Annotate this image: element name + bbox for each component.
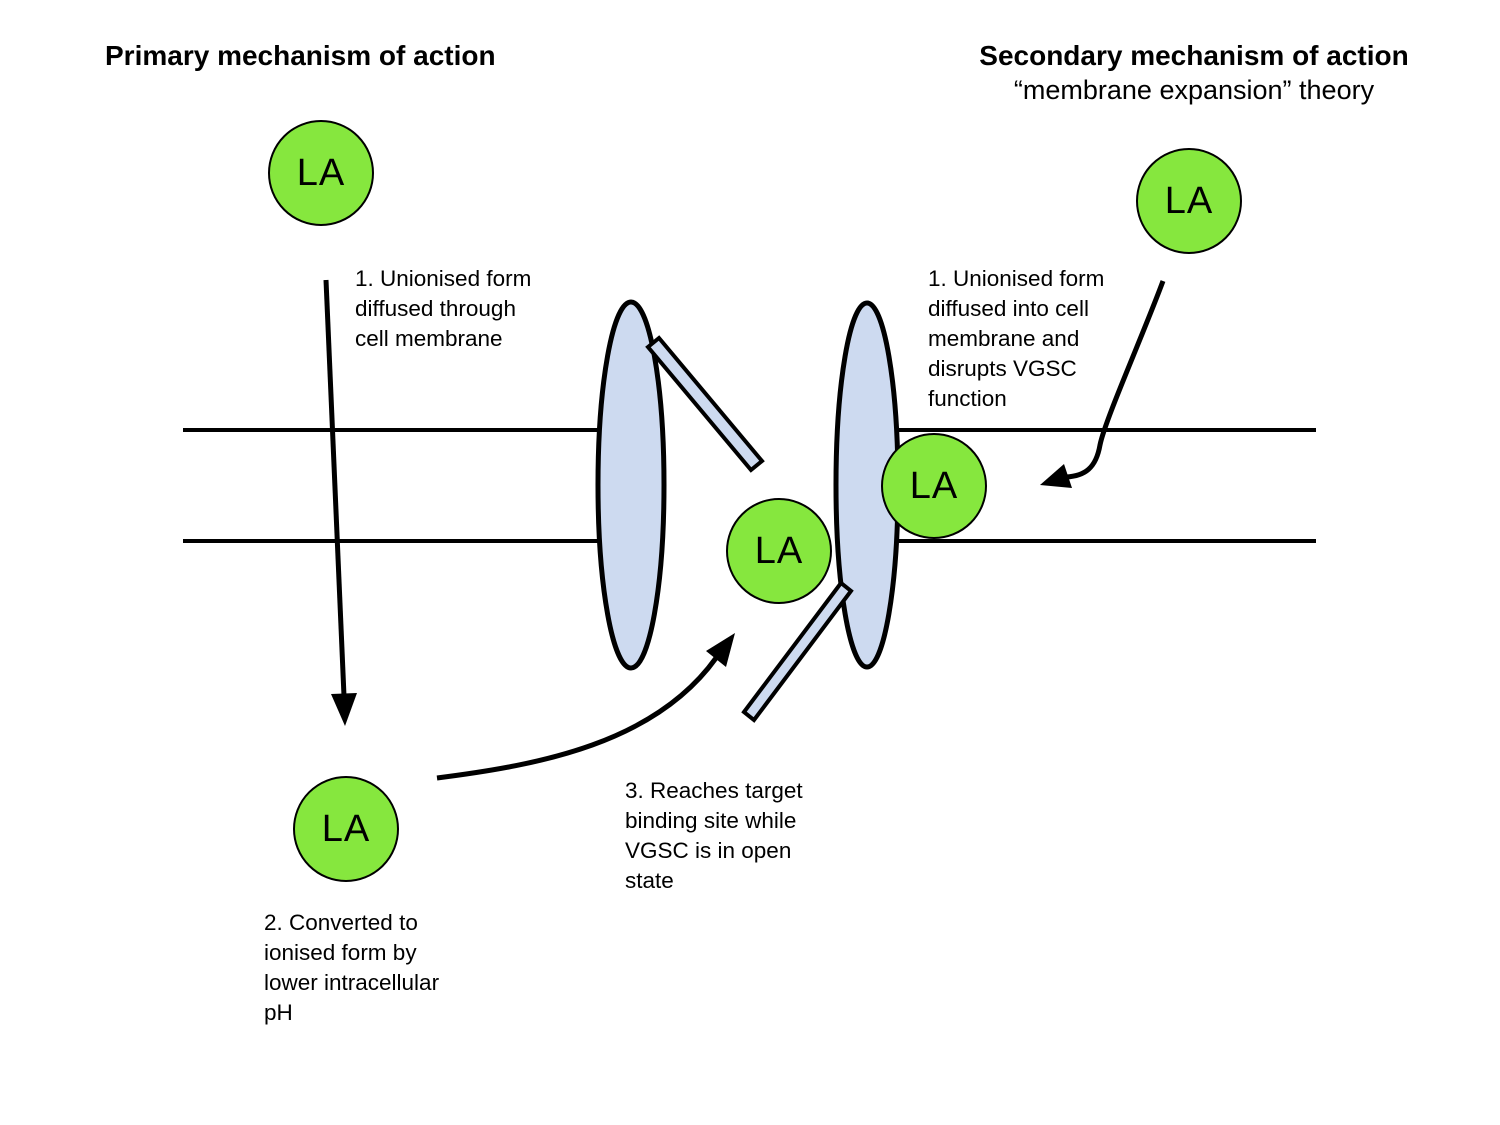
secondary-title: Secondary mechanism of action: [979, 40, 1409, 71]
arrow-diffusion-primary-shaft: [323, 279, 347, 697]
vgsc-gate-upper: [645, 335, 765, 473]
note-step1-primary: 1. Unionised form diffused through cell …: [355, 266, 532, 351]
la-molecule-extracellular-right: LA: [1136, 148, 1242, 254]
secondary-subtitle: “membrane expansion” theory: [1013, 75, 1375, 105]
la-label: LA: [296, 151, 346, 194]
primary-title: Primary mechanism of action: [105, 40, 496, 71]
la-label: LA: [1164, 179, 1214, 222]
vgsc-gate-lower: [741, 580, 854, 723]
secondary-title-block: Secondary mechanism of action “membrane …: [950, 40, 1438, 106]
arrow-diffusion-secondary-head: [1040, 464, 1072, 488]
la-molecule-extracellular-left: LA: [268, 120, 374, 226]
arrow-diffusion-primary: [323, 279, 357, 726]
la-label: LA: [754, 529, 804, 572]
arrow-binding-primary-head: [706, 633, 735, 667]
note-step3-primary: 3. Reaches target binding site while VGS…: [625, 778, 803, 893]
arrow-binding-primary-shaft: [436, 656, 719, 781]
vgsc-left-subunit: [595, 299, 667, 671]
note-step1-secondary: 1. Unionised form diffused into cell mem…: [928, 266, 1105, 411]
cell-membrane: [183, 428, 1316, 543]
arrow-diffusion-secondary: [1040, 280, 1166, 488]
la-label: LA: [909, 464, 959, 507]
la-molecule-intracellular: LA: [293, 776, 399, 882]
la-molecule-in-membrane: LA: [881, 433, 987, 539]
note-step2-primary: 2. Converted to ionised form by lower in…: [264, 910, 440, 1025]
la-label: LA: [321, 807, 371, 850]
arrow-binding-primary: [436, 633, 735, 781]
arrow-diffusion-secondary-shaft: [1065, 280, 1166, 480]
la-molecule-channel-pore: LA: [726, 498, 832, 604]
arrow-diffusion-primary-head: [331, 693, 357, 726]
